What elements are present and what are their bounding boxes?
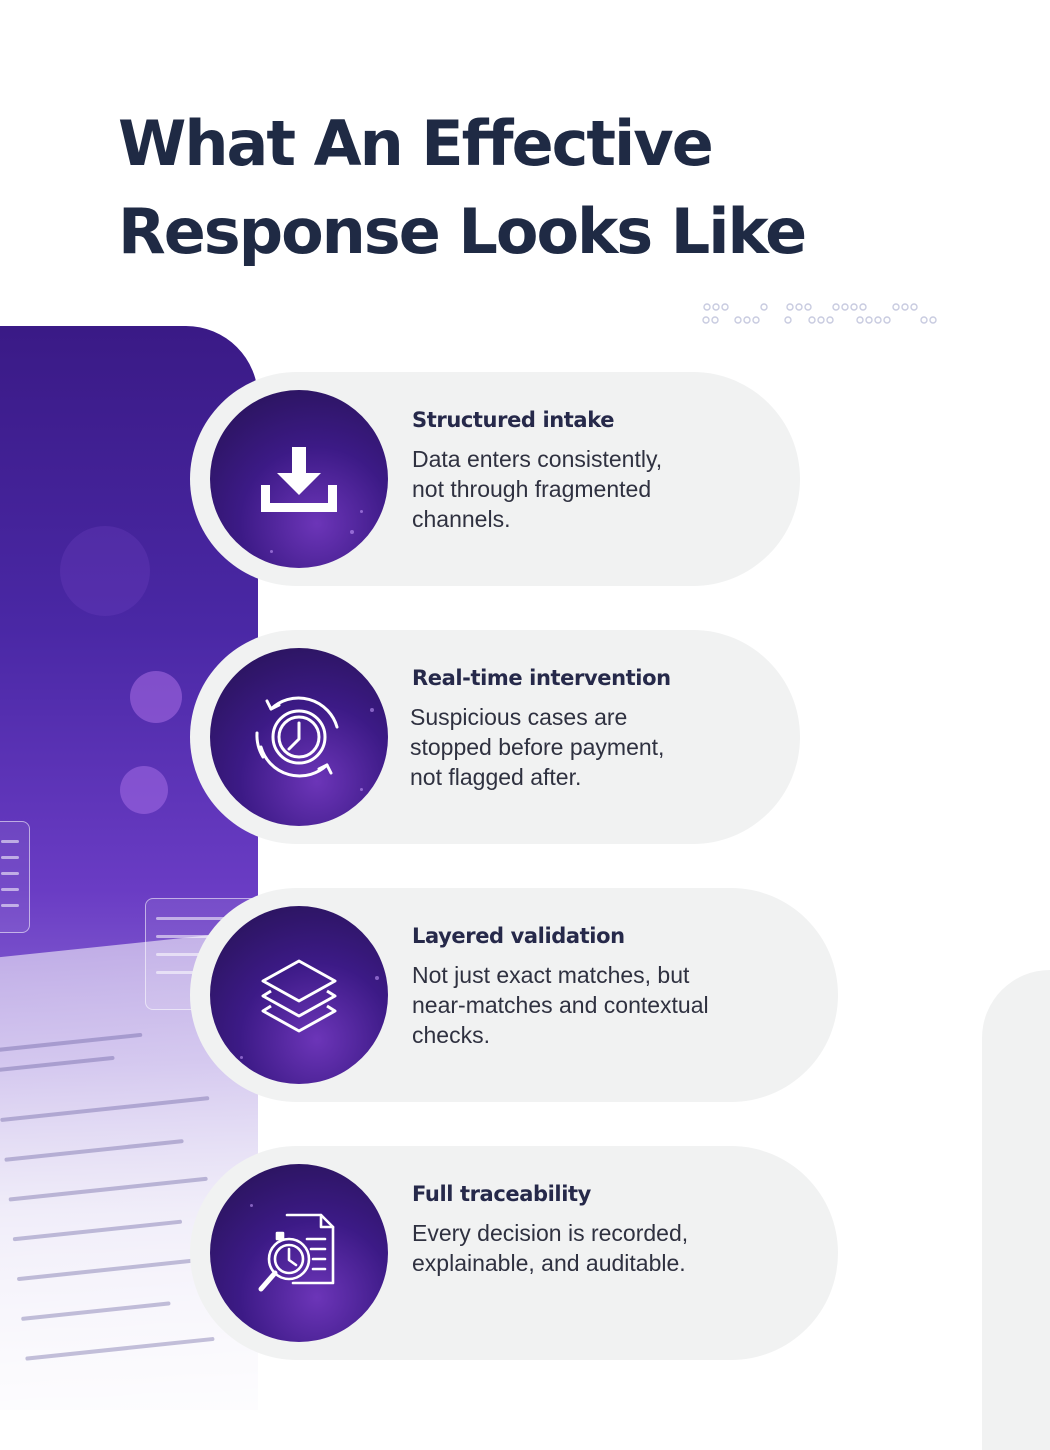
feature-description: Data enters consistently, not through fr… — [412, 446, 663, 532]
feature-card-structured-intake: Structured intake Data enters consistent… — [190, 372, 800, 586]
clock-refresh-icon — [255, 696, 339, 778]
download-tray-icon — [261, 447, 337, 512]
feature-card-layered-validation: Layered validation Not just exact matche… — [190, 888, 838, 1102]
icon-badge — [210, 648, 388, 826]
page-title: What An Effective Response Looks Like — [118, 107, 807, 268]
bokeh-light — [130, 671, 182, 723]
document-search-clock-icon — [258, 1213, 335, 1292]
icon-badge — [210, 1164, 388, 1342]
feature-title: Real-time intervention — [412, 666, 671, 690]
feature-card-real-time-intervention: Real-time intervention Suspicious cases … — [190, 630, 800, 844]
floating-data-card — [0, 821, 30, 933]
icon-badge — [210, 906, 388, 1084]
bokeh-light — [120, 766, 168, 814]
feature-title: Structured intake — [412, 408, 615, 432]
feature-card-full-traceability: Full traceability Every decision is reco… — [190, 1146, 838, 1360]
feature-description: Suspicious cases are stopped before paym… — [410, 704, 665, 790]
icon-badge — [210, 390, 388, 568]
feature-description: Not just exact matches, but near-matches… — [412, 962, 709, 1048]
decorative-dots — [702, 303, 937, 324]
decorative-shape — [982, 970, 1050, 1450]
feature-description: Every decision is recorded, explainable,… — [412, 1220, 689, 1276]
feature-title: Layered validation — [412, 924, 625, 948]
bokeh-light — [60, 526, 150, 616]
feature-title: Full traceability — [412, 1182, 591, 1206]
layers-icon — [261, 959, 337, 1033]
